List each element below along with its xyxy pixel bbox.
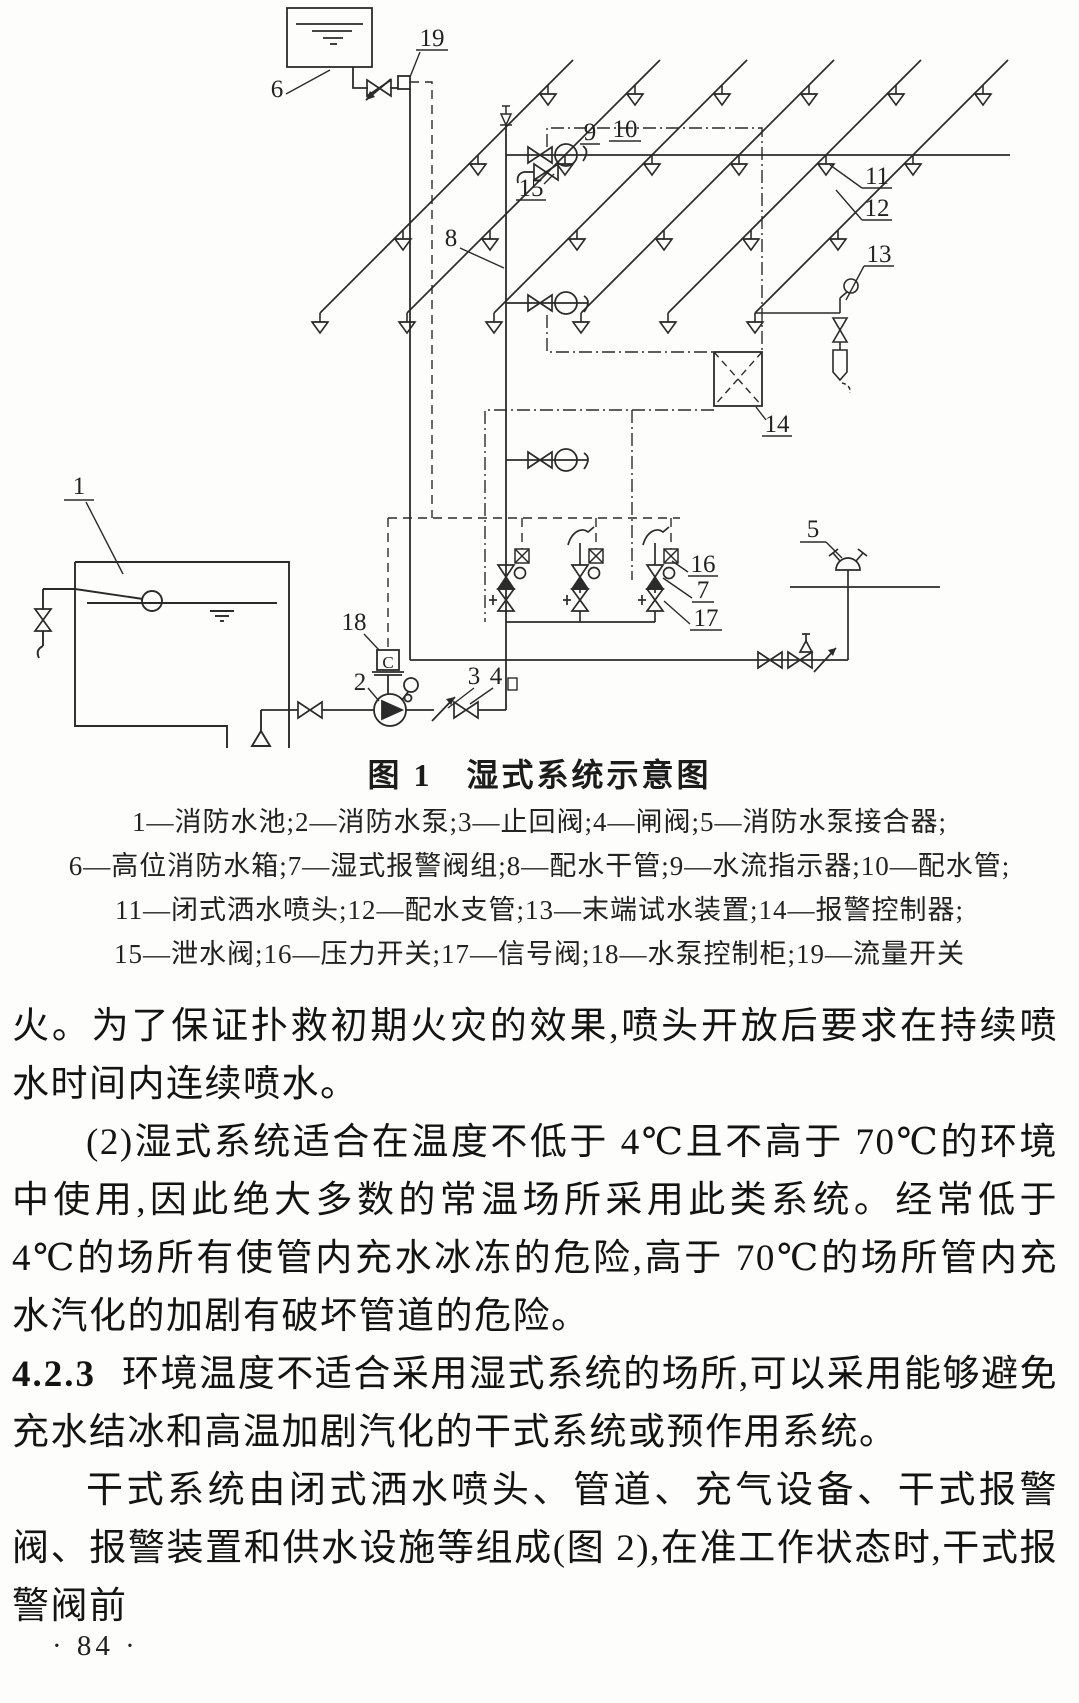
wet-alarm-valve <box>563 526 604 622</box>
signal-wiring <box>484 127 763 622</box>
callout-4: 4 <box>490 663 503 690</box>
paragraph: 火。为了保证扑救初期火灾的效果,喷头开放后要求在持续喷水时间内连续喷水。 <box>12 1006 1058 1105</box>
figure-caption-title: 湿式系统示意图 <box>466 757 712 793</box>
figure-caption-label: 图 1 <box>367 757 433 793</box>
wet-alarm-valve-assemblies <box>489 526 679 623</box>
callout-9: 9 <box>584 119 597 146</box>
riser-and-mains <box>499 105 1010 710</box>
legend-line: 6—高位消防水箱;7—湿式报警阀组;8—配水干管;9—水流指示器;10—配水管; <box>68 851 1011 881</box>
callout-13: 13 <box>867 241 892 268</box>
legend-line: 15—泄水阀;16—压力开关;17—信号阀;18—水泵控制柜;19—流量开关 <box>113 939 965 969</box>
paragraph: (2)湿式系统适合在温度不低于 4℃且不高于 70℃的环境中使用,因此绝大多数的… <box>12 1122 1058 1337</box>
pump-control-cabinet <box>376 649 400 671</box>
callout-18: 18 <box>342 609 367 636</box>
wet-sprinkler-system-diagram: 1 2 3 4 5 6 7 8 9 10 11 12 13 14 15 16 1… <box>34 7 1010 748</box>
pressure-gauge-icon <box>843 278 859 294</box>
fire-department-connection <box>410 548 940 673</box>
control-wiring <box>387 81 680 648</box>
callout-19: 19 <box>420 25 445 52</box>
fire-pool <box>34 561 290 748</box>
flow-indicator <box>554 448 578 472</box>
elevated-fire-tank <box>286 7 411 660</box>
legend-line: 11—闭式洒水喷头;12—配水支管;13—末端试水装置;14—报警控制器; <box>114 895 964 925</box>
callout-5: 5 <box>807 516 820 543</box>
callout-1: 1 <box>73 473 86 500</box>
legend-line: 1—消防水池;2—消防水泵;3—止回阀;4—闸阀;5—消防水泵接合器; <box>131 807 947 837</box>
flow-indicator <box>554 291 578 315</box>
leader-lines <box>85 51 865 709</box>
flow-indicator <box>554 143 578 167</box>
clause-number: 4.2.3 <box>12 1354 96 1395</box>
alarm-controller <box>713 351 763 407</box>
callout-14: 14 <box>765 411 791 438</box>
callout-16: 16 <box>691 551 716 578</box>
callout-11: 11 <box>865 163 889 190</box>
callout-10: 10 <box>613 116 638 143</box>
callout-17: 17 <box>694 605 719 632</box>
float-valve <box>141 590 163 612</box>
page-number: · 84 · <box>52 1630 139 1662</box>
callout-15: 15 <box>519 175 544 202</box>
wet-alarm-valve <box>489 548 530 612</box>
callout-7: 7 <box>697 577 710 604</box>
end-test-device <box>755 278 859 394</box>
callout-8: 8 <box>445 225 458 252</box>
callout-labels: 1 2 3 4 5 6 7 8 9 10 11 12 13 14 15 16 1… <box>64 25 894 709</box>
callout-12: 12 <box>865 195 890 222</box>
callout-6: 6 <box>271 76 284 103</box>
paragraph: 干式系统由闭式洒水喷头、管道、充气设备、干式报警阀、报警装置和供水设施等组成(图… <box>12 1470 1058 1627</box>
pressure-gauge-icon <box>403 677 419 693</box>
air-vent <box>499 105 513 127</box>
branch-pipes <box>319 59 1009 314</box>
figure-caption: 图 1 湿式系统示意图 <box>0 750 1079 796</box>
callout-2: 2 <box>354 669 367 696</box>
body-text: 火。为了保证扑救初期火灾的效果,喷头开放后要求在持续喷水时间内连续喷水。 (2)… <box>12 998 1058 1636</box>
figure-legend: 1—消防水池;2—消防水泵;3—止回阀;4—闸阀;5—消防水泵接合器; 6—高位… <box>0 800 1079 976</box>
wet-alarm-valve <box>638 526 679 622</box>
cabinet-letter: C <box>382 653 393 672</box>
callout-3: 3 <box>468 663 481 690</box>
underlines <box>64 49 894 631</box>
flow-switch-19 <box>397 75 411 90</box>
fire-pump-set <box>261 649 518 727</box>
